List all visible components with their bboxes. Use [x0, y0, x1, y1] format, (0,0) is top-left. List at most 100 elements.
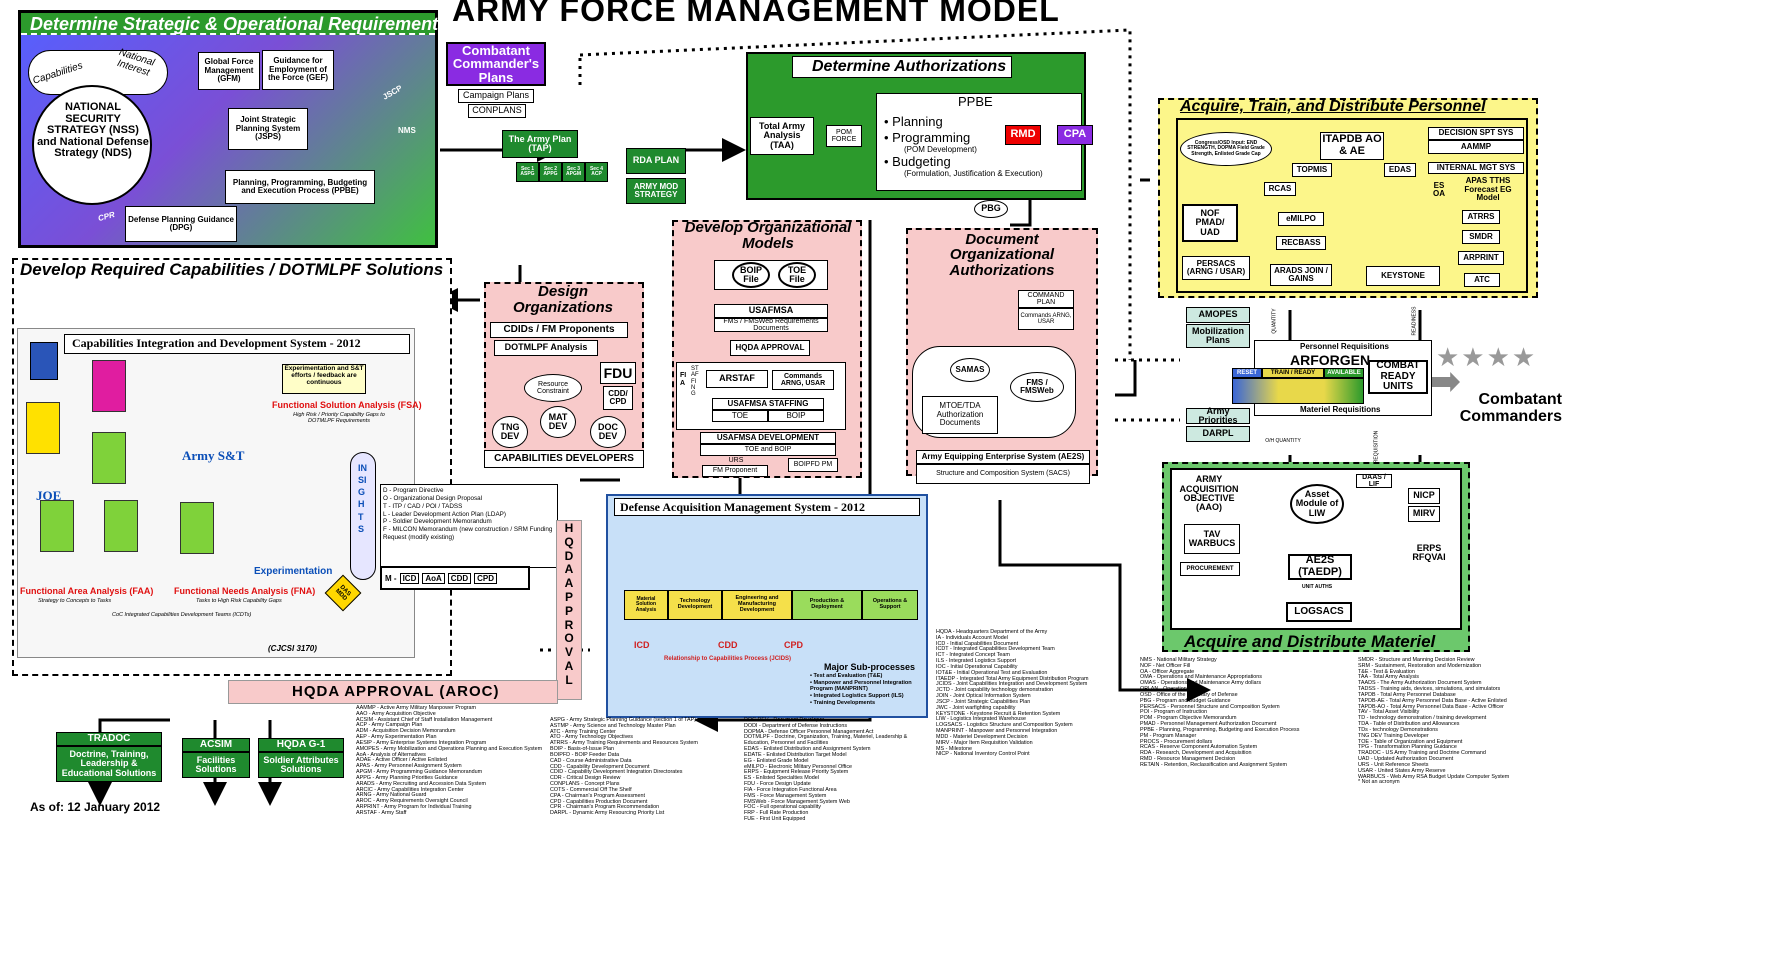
acquisition-title-box: [614, 498, 920, 516]
doc-stack-2: [92, 360, 126, 412]
doc-stack-4: [40, 500, 74, 552]
tradoc-sub-box: Doctrine, Training, Leadership & Educati…: [56, 746, 162, 782]
doc-stack-6: [180, 502, 214, 554]
fdu-box: FDU: [600, 362, 636, 384]
coic-label: CoC Integrated Capabilities Development …: [112, 612, 252, 618]
boipfd-box: BOIPFD PM: [788, 458, 838, 472]
acq-sub-ils: • Integrated Logistics Support (ILS): [810, 693, 904, 700]
es-oa-box: ES OA: [1433, 180, 1445, 198]
smdr-box: SMDR: [1462, 230, 1500, 244]
rcas-box: RCAS: [1264, 182, 1296, 196]
unit-auths-label: UNIT AUTHS: [1302, 584, 1333, 590]
legend-col-5: NMS - National Military Strategy NOF - N…: [1140, 657, 1300, 768]
fna-sub: Tasks to High Risk Capability Gaps: [196, 598, 282, 604]
cids-title-box: [64, 334, 410, 354]
hqda-aroc-bar: [228, 680, 558, 704]
mat-dev-circle: MAT DEV: [540, 406, 576, 438]
gef-box: Guidance for Employment of the Force (GE…: [262, 50, 334, 90]
procurement-box: PROCUREMENT: [1180, 562, 1240, 576]
congress-oval: Congress/OSD Input: END STRENGTH, DOPMA …: [1180, 132, 1272, 166]
cjcsi-label: (CJCSI 3170): [268, 644, 317, 653]
phase-pd: Production & Deployment: [792, 590, 862, 620]
atc-box: ATC: [1464, 273, 1500, 287]
acq-cdd-label: CDD: [718, 640, 738, 650]
personnel-req-label: Personnel Requisitions: [1300, 342, 1389, 351]
doc-stack-5: [104, 500, 138, 552]
acq-sub-training: • Training Developments: [810, 699, 876, 706]
acq-cpd-label: CPD: [784, 640, 804, 650]
aammp-box: AAMMP: [1428, 140, 1524, 154]
cids-title: Capabilities Integration and Development…: [72, 336, 361, 350]
doc-dev-circle: DOC DEV: [590, 416, 626, 448]
asset-module-oval: Asset Module of LIW: [1290, 484, 1344, 524]
hqda-aroc-label: HQDA APPROVAL (AROC): [292, 683, 500, 700]
pbg-oval: PBG: [974, 200, 1008, 218]
apas-box: APAS TTHS Forecast EG Model: [1464, 176, 1512, 203]
jsps-box: Joint Strategic Planning System (JSPS): [228, 108, 308, 150]
arprint-box: ARPRINT: [1458, 251, 1504, 265]
legend-col-4: HQDA - Headquarters Department of the Ar…: [936, 629, 1089, 758]
personnel-title: Acquire, Train, and Distribute Personnel: [1180, 98, 1486, 115]
army-mod-box: ARMY MOD STRATEGY: [626, 178, 686, 204]
faa-label: Functional Area Analysis (FAA): [20, 586, 154, 596]
fsa-label: Functional Solution Analysis (FSA): [272, 400, 422, 410]
tap-section-3: Sec 3 APGM: [562, 162, 585, 182]
page-title: ARMY FORCE MANAGEMENT MODEL: [452, 0, 1060, 28]
doc-stack-3: [92, 432, 126, 484]
aoa-chip: AoA: [422, 572, 445, 584]
arforgen-bar: [1232, 378, 1364, 404]
persacs-box: PERSACS (ARNG / USAR): [1182, 256, 1250, 280]
keystone-box: KEYSTONE: [1366, 266, 1440, 286]
mtoe-box: MTOE/TDA Authorization Documents: [922, 396, 998, 434]
cpd-chip: CPD: [474, 572, 498, 584]
g1-box: HQDA G-1: [258, 738, 344, 752]
ppbe-label: PPBE: [958, 94, 993, 109]
gfm-box: Global Force Management (GFM): [198, 52, 260, 90]
boip2-box: BOIP: [768, 410, 824, 422]
samas-oval: SAMAS: [950, 358, 990, 382]
topmis-box: TOPMIS: [1292, 163, 1332, 177]
tap-section-1: Sec 1 ASPG: [516, 162, 539, 182]
phase-td: Technology Development: [668, 590, 722, 620]
reset-chip: RESET: [1232, 368, 1262, 378]
fia-label: FIA: [680, 372, 687, 387]
org-models-title: Develop Organizational Models: [684, 219, 852, 252]
combatant-commanders-label: Combatant Commanders: [1459, 391, 1562, 425]
arstaf-box: ARSTAF: [706, 370, 768, 388]
toe-boip-box: TOE and BOIP: [700, 444, 836, 456]
design-title: Design Organizations: [512, 283, 613, 316]
commands-sub-box: Commands ARNG, USAR: [1018, 308, 1074, 330]
insights-oval: [350, 452, 376, 580]
nss-circle: [32, 85, 152, 205]
dpg-box: Defense Planning Guidance (DPG): [125, 206, 237, 242]
budgeting-label: • Budgeting: [884, 154, 951, 169]
logsacs-box: LOGSACS: [1286, 602, 1352, 622]
doc-stack-1: [26, 402, 60, 454]
urs-box: URS: [728, 457, 744, 465]
rmd-box: RMD: [1005, 125, 1041, 145]
itapdb-box: ITAPDB AO & AE: [1320, 132, 1384, 160]
fms-req-box: FMS / FMSWeb Requirements Documents: [714, 318, 828, 332]
ae2s-box: Army Equipping Enterprise System (AE2S): [916, 450, 1090, 464]
dotmlpf-list: D - Program Directive O - Organizational…: [380, 484, 558, 568]
acq-jcids-label: Relationship to Capabilities Process (JC…: [664, 656, 792, 662]
nof-box: NOF PMAD/ UAD: [1182, 204, 1238, 242]
cdd-cpd-box: CDD/ CPD: [603, 386, 633, 410]
materiel-title: Acquire and Distribute Materiel: [1184, 632, 1436, 651]
toe2-box: TOE: [712, 410, 768, 422]
army-st-label: Army S&T: [182, 448, 245, 463]
usafmsa-dev-box: USAFMSA DEVELOPMENT: [700, 432, 836, 444]
campaign-plans-box: Campaign Plans: [458, 89, 534, 103]
joe-label: JOE: [36, 488, 62, 503]
acsim-sub-box: Facilities Solutions: [182, 752, 250, 778]
dotmlpf-item-p: P - Soldier Development Memorandum: [383, 518, 492, 526]
legend-col-3: DOC DEV - Document Developer DODI - Depa…: [744, 717, 908, 823]
legend-col-2: ASPG - Army Strategic Planning Guidance …: [550, 717, 698, 817]
major-sub-label: Major Sub-processes: [824, 662, 916, 672]
cdd-chip: CDD: [447, 572, 472, 584]
acq-sub-te: • Test and Evaluation (T&E): [810, 673, 883, 679]
staffing-label: STAFFING: [691, 366, 699, 398]
acq-sub-manprint: • Manpower and Personnel Integration Pro…: [810, 679, 912, 693]
amopes-box: AMOPES: [1186, 307, 1250, 323]
insights-label: INSIGHTS: [358, 463, 367, 534]
